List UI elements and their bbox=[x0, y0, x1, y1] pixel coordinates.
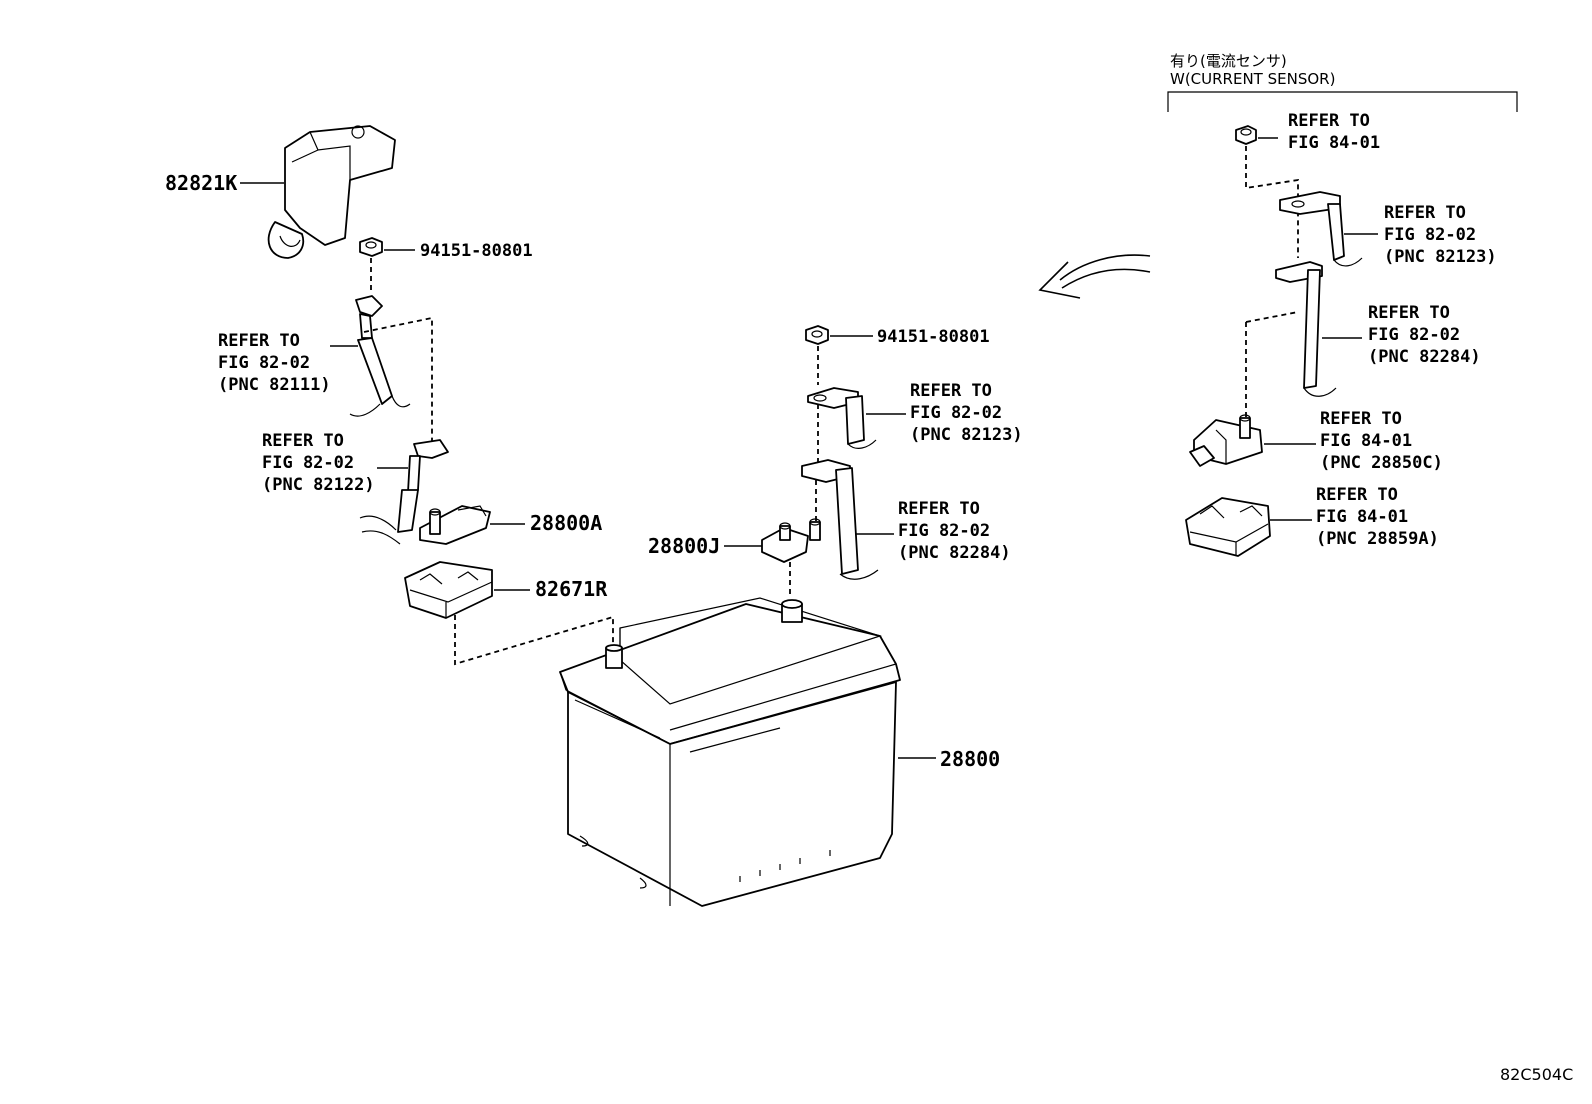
cable-strap-icon bbox=[1279, 191, 1363, 267]
nut-left-label: 94151-80801 bbox=[420, 241, 533, 261]
variant-header: 有り(電流センサ) W(CURRENT SENSOR) bbox=[1167, 52, 1518, 112]
ref-right-nut-line1: REFER TO bbox=[1288, 111, 1370, 131]
variant-bracket bbox=[1167, 91, 1518, 112]
ref-center-82284-line3: (PNC 82284) bbox=[898, 543, 1011, 563]
ref-center-82123-line3: (PNC 82123) bbox=[910, 425, 1023, 445]
ref-82122-line3: (PNC 82122) bbox=[262, 475, 375, 495]
variant-header-jp: 有り(電流センサ) bbox=[1170, 52, 1287, 70]
terminal-bracket-icon bbox=[404, 561, 493, 619]
nut-icon bbox=[359, 237, 383, 257]
part-82821k-label: 82821K bbox=[165, 171, 237, 195]
ref-right-28850c-line2: FIG 84-01 bbox=[1320, 431, 1412, 451]
ref-82111-line2: FIG 82-02 bbox=[218, 353, 310, 373]
sensor-bracket-icon bbox=[1185, 497, 1271, 557]
dashed-line bbox=[1245, 311, 1299, 420]
cable-strap-icon bbox=[807, 387, 877, 449]
ref-center-82284-line2: FIG 82-02 bbox=[898, 521, 990, 541]
variant-header-en: W(CURRENT SENSOR) bbox=[1170, 70, 1335, 88]
ref-82111-line3: (PNC 82111) bbox=[218, 375, 331, 395]
ref-center-82284-line1: REFER TO bbox=[898, 499, 980, 519]
ref-right-82123-line2: FIG 82-02 bbox=[1384, 225, 1476, 245]
ref-center-82123-line1: REFER TO bbox=[910, 381, 992, 401]
ref-right-28859a-line3: (PNC 28859A) bbox=[1316, 529, 1439, 549]
nut-icon bbox=[1235, 125, 1257, 145]
ref-right-82284-line2: FIG 82-02 bbox=[1368, 325, 1460, 345]
ref-right-28859a-line1: REFER TO bbox=[1316, 485, 1398, 505]
ref-right-82284-line3: (PNC 82284) bbox=[1368, 347, 1481, 367]
current-sensor-icon bbox=[1189, 414, 1263, 467]
battery-icon bbox=[559, 597, 901, 907]
ref-center-82123-line2: FIG 82-02 bbox=[910, 403, 1002, 423]
ref-right-82284-line1: REFER TO bbox=[1368, 303, 1450, 323]
part-28800a-label: 28800A bbox=[530, 511, 602, 535]
cable-icon bbox=[359, 439, 449, 545]
ref-82122-line2: FIG 82-02 bbox=[262, 453, 354, 473]
cable-strap-icon bbox=[801, 459, 879, 580]
ref-right-28850c-line3: (PNC 28850C) bbox=[1320, 453, 1443, 473]
cable-strap-icon bbox=[1275, 261, 1337, 397]
arrow-icon bbox=[1038, 254, 1151, 299]
nut-center-label: 94151-80801 bbox=[877, 327, 990, 347]
figure-code: 82C504C bbox=[1500, 1065, 1573, 1084]
battery-terminal-icon bbox=[419, 505, 491, 545]
part-82671r-label: 82671R bbox=[535, 577, 608, 601]
nut-icon bbox=[805, 325, 829, 345]
terminal-cover-icon bbox=[267, 125, 396, 259]
ref-right-82123-line3: (PNC 82123) bbox=[1384, 247, 1497, 267]
ref-right-28859a-line2: FIG 84-01 bbox=[1316, 507, 1408, 527]
part-28800-label: 28800 bbox=[940, 747, 1000, 771]
ref-right-nut-line2: FIG 84-01 bbox=[1288, 133, 1380, 153]
dashed-line bbox=[454, 615, 614, 666]
ref-right-82123-line1: REFER TO bbox=[1384, 203, 1466, 223]
part-28800j-label: 28800J bbox=[648, 534, 720, 558]
dashed-line bbox=[363, 316, 433, 450]
ref-82111-line1: REFER TO bbox=[218, 331, 300, 351]
battery-terminal-icon bbox=[761, 518, 821, 563]
cable-icon bbox=[349, 295, 411, 417]
ref-right-28850c-line1: REFER TO bbox=[1320, 409, 1402, 429]
ref-82122-line1: REFER TO bbox=[262, 431, 344, 451]
dashed-line bbox=[1245, 146, 1299, 258]
